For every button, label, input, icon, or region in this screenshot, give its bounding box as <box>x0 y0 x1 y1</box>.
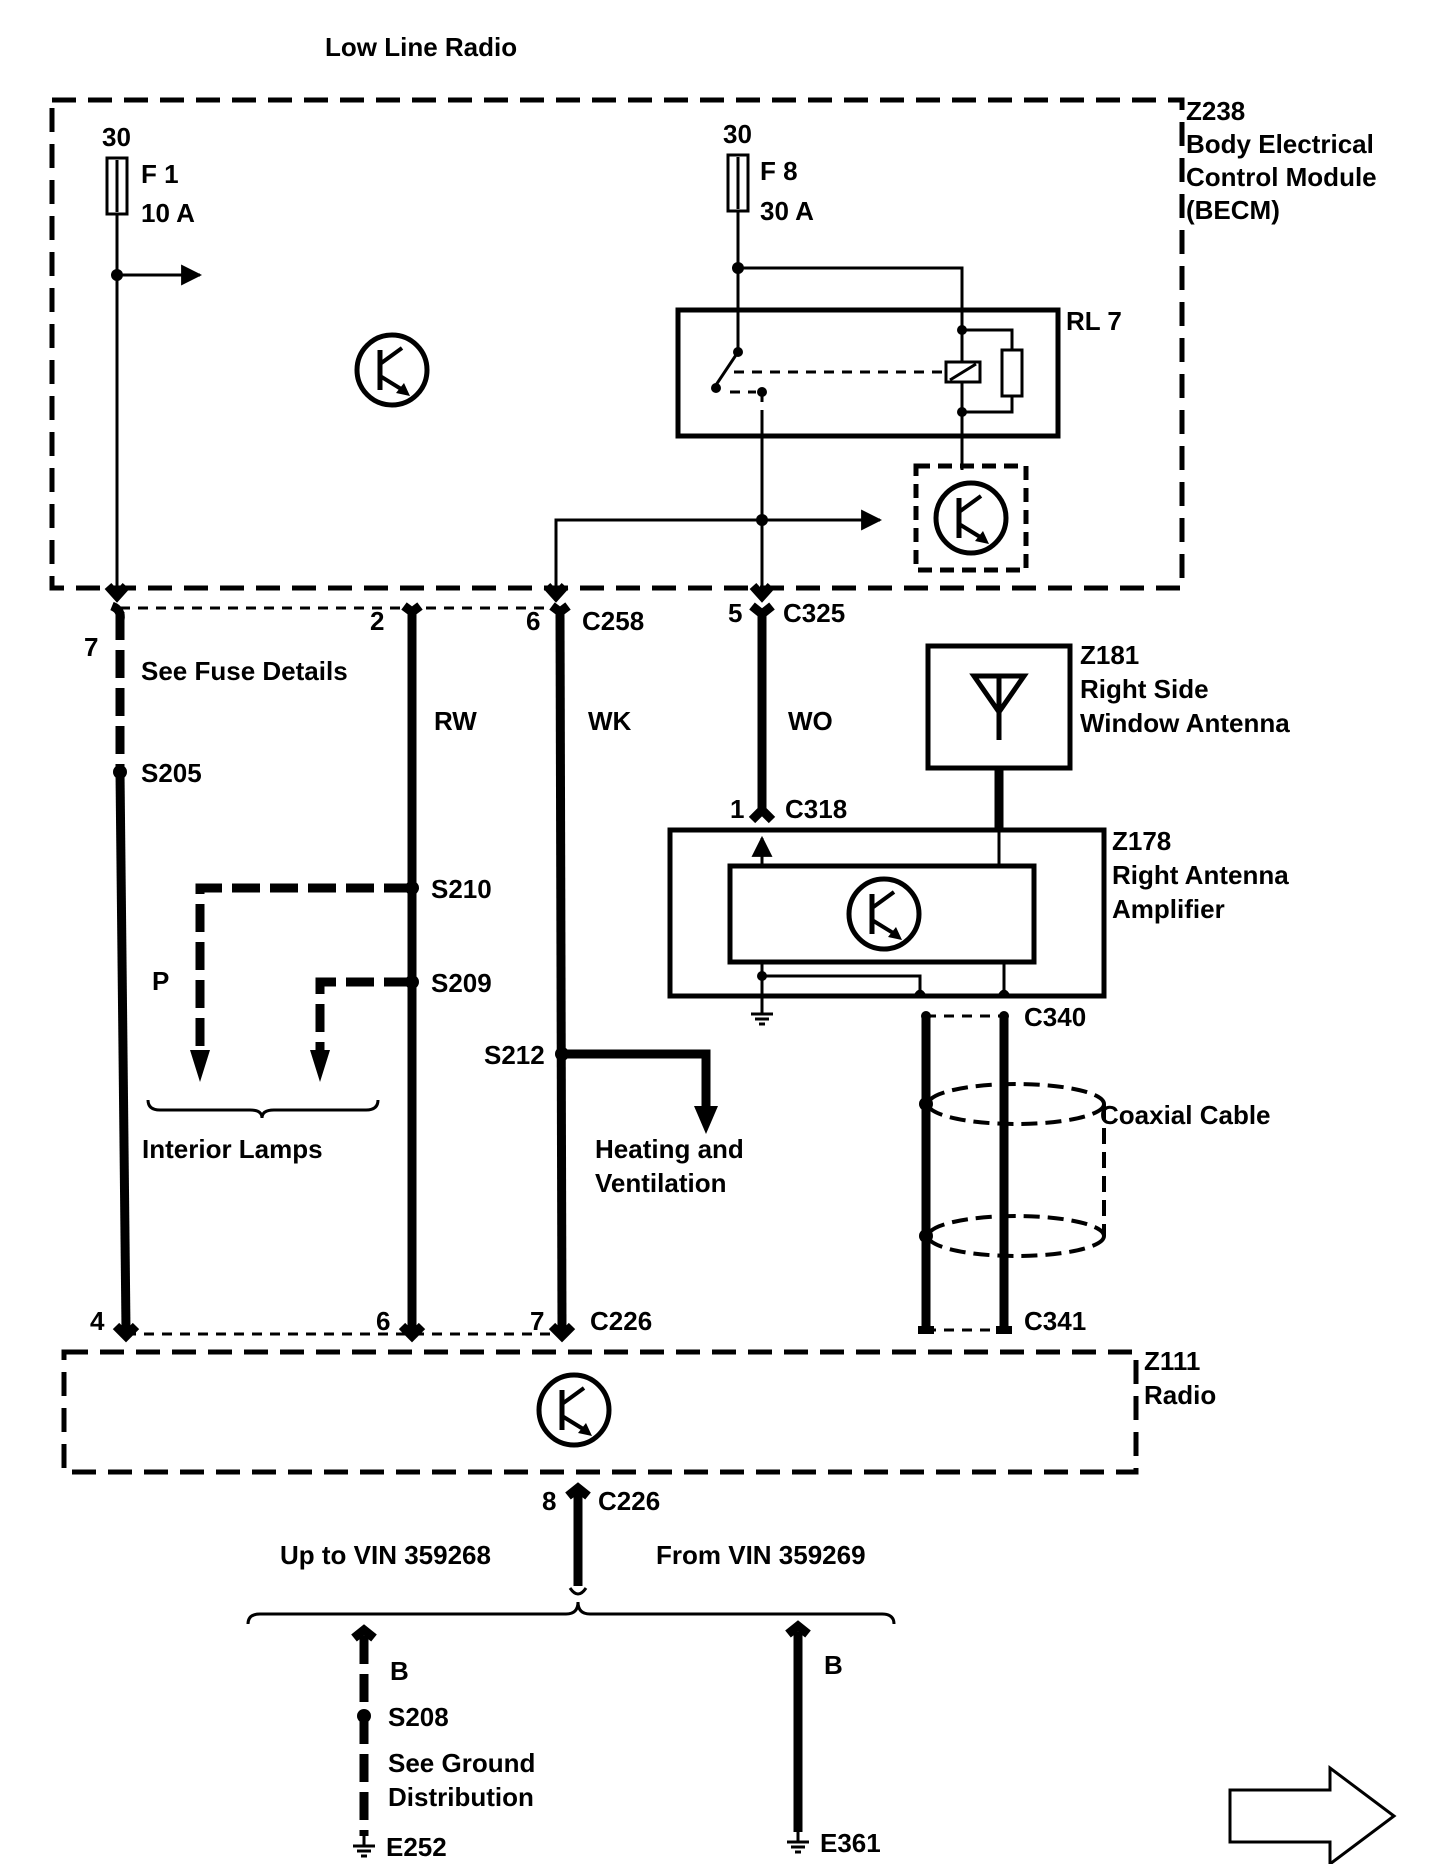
radio-module-box <box>61 1349 1139 1475</box>
wire-wo: WO <box>788 706 833 736</box>
becm-name-line3: (BECM) <box>1186 195 1280 225</box>
ground-wire-b-left: B <box>390 1656 409 1686</box>
pin-1: 1 <box>730 794 744 824</box>
transistor-icon <box>357 335 427 405</box>
relay-box <box>675 307 1061 439</box>
splice-s212: S212 <box>484 1040 545 1070</box>
transistor-icon <box>936 483 1006 553</box>
connector-c318: C318 <box>785 794 847 824</box>
becm-module-box <box>49 97 1185 591</box>
relay-label: RL 7 <box>1066 306 1122 336</box>
relay-resistor <box>1000 348 1024 398</box>
connector-c325: C325 <box>783 598 845 628</box>
interior-lamps-bracket <box>146 1099 380 1119</box>
splice-s205: S205 <box>141 758 202 788</box>
wire-rw: RW <box>434 706 477 736</box>
pin-6-top: 6 <box>526 606 540 636</box>
connector-c226-bottom: C226 <box>598 1486 660 1516</box>
heating-label-line2: Ventilation <box>595 1168 726 1198</box>
fuse1-supply: 30 <box>102 122 131 152</box>
antenna-line1: Right Side <box>1080 674 1209 704</box>
pin-8: 8 <box>542 1486 556 1516</box>
amplifier-id: Z178 <box>1112 826 1171 856</box>
amplifier-line2: Amplifier <box>1112 894 1225 924</box>
splice-s209: S209 <box>431 968 492 998</box>
amplifier-box <box>667 827 1107 999</box>
pin-7-top: 7 <box>84 632 98 662</box>
wire-p: P <box>152 966 169 996</box>
becm-id: Z238 <box>1186 96 1245 126</box>
pin-7-bottom: 7 <box>530 1306 544 1336</box>
ground-icon <box>749 1002 775 1026</box>
connector-c340: C340 <box>1024 1002 1086 1032</box>
interior-lamps-label: Interior Lamps <box>142 1134 323 1164</box>
radio-id: Z111 <box>1144 1346 1200 1376</box>
pin-6-bottom: 6 <box>376 1306 390 1336</box>
becm-name-line1: Body Electrical <box>1186 129 1374 159</box>
connector-c258: C258 <box>582 606 644 636</box>
ground-e361: E361 <box>820 1828 881 1858</box>
transistor-icon <box>539 1375 609 1445</box>
relay-driver-box <box>913 463 1029 573</box>
antenna-line2: Window Antenna <box>1080 708 1290 738</box>
connector-c226-top: C226 <box>590 1306 652 1336</box>
transistor-icon <box>849 879 919 949</box>
amplifier-inner-box <box>727 863 1037 965</box>
ground-from-vin: From VIN 359269 <box>656 1540 866 1570</box>
becm-name-line2: Control Module <box>1186 162 1377 192</box>
see-ground-line1: See Ground <box>388 1748 535 1778</box>
vin-split-bracket <box>246 1601 896 1625</box>
ground-up-to-vin: Up to VIN 359268 <box>280 1540 491 1570</box>
amplifier-line1: Right Antenna <box>1112 860 1289 890</box>
wire-wk: WK <box>588 706 632 736</box>
coaxial-cable-shield <box>919 1082 1106 1258</box>
pin-5: 5 <box>728 598 742 628</box>
antenna-id: Z181 <box>1080 640 1139 670</box>
ground-e252: E252 <box>386 1832 447 1862</box>
connector-c341: C341 <box>1024 1306 1086 1336</box>
diagram-title: Low Line Radio <box>325 32 517 62</box>
pin-2: 2 <box>370 606 384 636</box>
pin-4: 4 <box>90 1306 105 1336</box>
fuse2-name: F 8 <box>760 156 798 186</box>
fuse1-name: F 1 <box>141 159 179 189</box>
radio-name: Radio <box>1144 1380 1216 1410</box>
ground-icon <box>785 1830 811 1854</box>
next-page-arrow-icon[interactable] <box>1228 1765 1397 1864</box>
fuse2-supply: 30 <box>723 119 752 149</box>
splice-s208: S208 <box>388 1702 449 1732</box>
ground-wire-b-right: B <box>824 1650 843 1680</box>
antenna-icon <box>969 673 1029 740</box>
fuse2-rating: 30 A <box>760 196 814 226</box>
see-fuse-details: See Fuse Details <box>141 656 348 686</box>
ground-icon <box>351 1834 377 1858</box>
see-ground-line2: Distribution <box>388 1782 534 1812</box>
fuse1-rating: 10 A <box>141 198 195 228</box>
coaxial-cable-label: Coaxial Cable <box>1100 1100 1271 1130</box>
heating-label-line1: Heating and <box>595 1134 744 1164</box>
splice-s210: S210 <box>431 874 492 904</box>
